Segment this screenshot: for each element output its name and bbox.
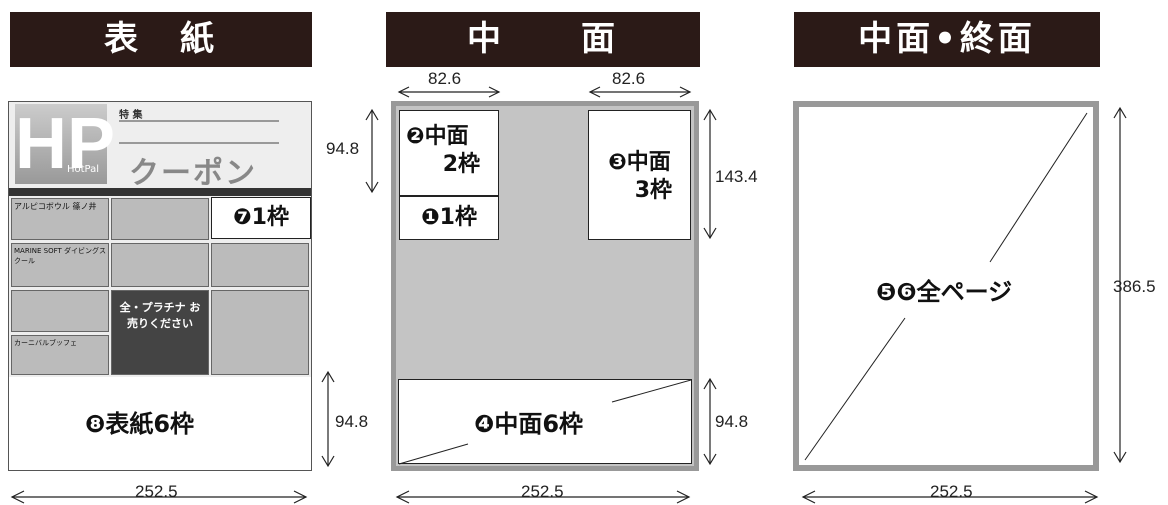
- magazine-ad-block: [211, 290, 309, 375]
- magazine-ad-block: 全・プラチナ お売りください: [111, 290, 209, 375]
- final-header: 中面•終面: [794, 12, 1100, 67]
- final-full-page-label: ❺❻全ページ: [874, 272, 1015, 307]
- cover-page: HP HotPal 特 集 クーポン アルピコボウル 篠ノ井 MARINE SO…: [8, 101, 312, 471]
- magazine-feature: 特 集: [119, 110, 143, 121]
- magazine-ad-block: [111, 198, 209, 240]
- magazine-ad-block: [111, 243, 209, 287]
- magazine-ad-block: MARINE SOFT ダイビングスクール: [11, 243, 109, 287]
- cover-header: 表 紙: [10, 12, 312, 67]
- magazine-headline-lines: [119, 120, 279, 144]
- middle-width-right-label: 82.6: [612, 69, 646, 88]
- middle-height-right-label: 143.4: [715, 167, 758, 186]
- magazine-logo-sub: HotPal: [67, 164, 100, 175]
- middle-frame-3: ❸中面 3枠: [588, 110, 691, 240]
- magazine-stripe: [9, 188, 311, 196]
- cover-frame-7: ❼1枠: [211, 197, 311, 239]
- middle-frame-2: ❷中面 2枠: [399, 110, 499, 196]
- final-height-label: 386.5: [1113, 277, 1156, 296]
- magazine-logo: HP: [15, 104, 116, 184]
- middle-height-bottom-label: 94.8: [715, 412, 749, 431]
- middle-frame-1: ❶1枠: [399, 196, 499, 240]
- middle-frame-4-label: ❹中面6枠: [474, 410, 584, 438]
- magazine-ad-block: [211, 243, 309, 287]
- magazine-ad-block: アルピコボウル 篠ノ井: [11, 198, 109, 240]
- magazine-coupon-title: クーポン: [129, 156, 257, 191]
- final-width-label: 252.5: [930, 482, 973, 501]
- cover-height-label: 94.8: [335, 412, 369, 431]
- magazine-ad-block: カーニバルブッフェ: [11, 335, 109, 375]
- cover-width-label: 252.5: [135, 482, 178, 501]
- magazine-ad-block: [11, 290, 109, 332]
- middle-height-left-label: 94.8: [326, 139, 360, 158]
- middle-width-left-label: 82.6: [428, 69, 462, 88]
- middle-width-label: 252.5: [521, 482, 564, 501]
- middle-header: 中 面: [386, 12, 700, 67]
- cover-magazine-thumbnail: HP HotPal 特 集 クーポン アルピコボウル 篠ノ井 MARINE SO…: [9, 102, 311, 377]
- cover-frame-8-label: ❽表紙6枠: [85, 410, 195, 438]
